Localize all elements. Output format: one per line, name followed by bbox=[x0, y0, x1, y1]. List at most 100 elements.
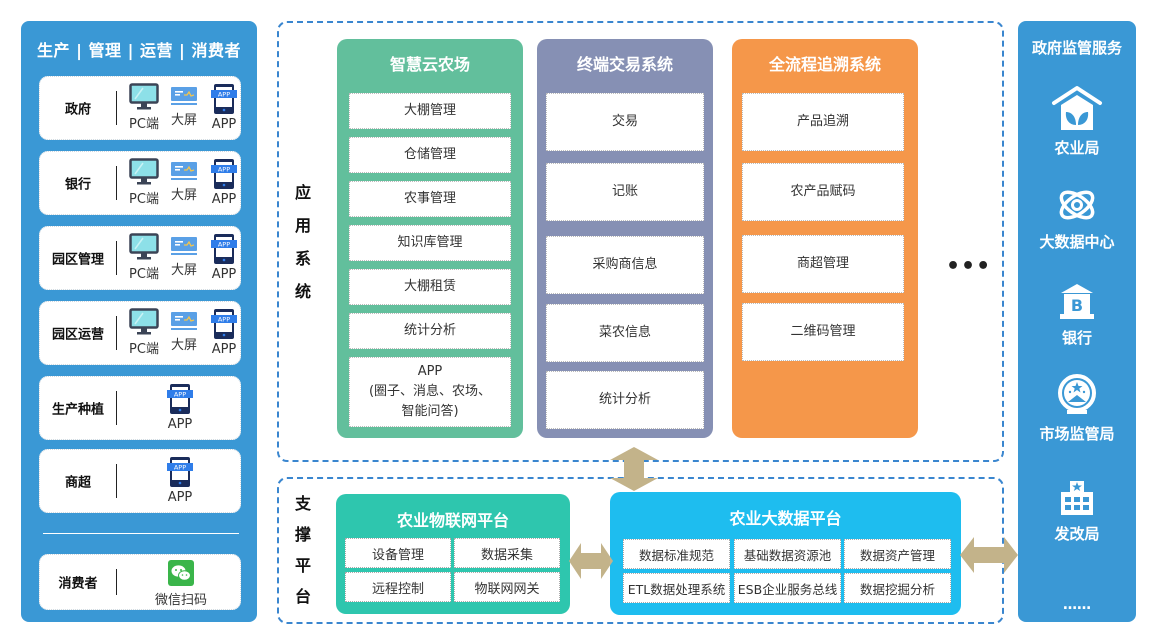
gov-item-development-reform[interactable]: 发改局 bbox=[1018, 477, 1136, 544]
traceability-column: 全流程追溯系统产品追溯农产品赋码商超管理二维码管理 bbox=[732, 39, 918, 438]
user-row-consumer[interactable]: 消费者 微信扫码 bbox=[39, 554, 241, 610]
more-systems-ellipsis: ••• bbox=[946, 254, 992, 279]
pc-monitor-icon bbox=[129, 233, 159, 260]
module-item[interactable]: 交易 bbox=[546, 93, 704, 151]
device-label: PC端 bbox=[129, 117, 159, 132]
device-big-screen[interactable]: 大屏 bbox=[164, 233, 204, 278]
separator bbox=[116, 569, 117, 595]
device-pc[interactable]: PC端 bbox=[124, 308, 164, 357]
device-label: PC端 bbox=[129, 267, 159, 282]
module-item[interactable]: 菜农信息 bbox=[546, 304, 704, 362]
column-title: 智慧云农场 bbox=[389, 55, 470, 74]
wechat-icon bbox=[168, 560, 194, 586]
module-item[interactable]: 仓储管理 bbox=[349, 137, 511, 173]
horizontal-double-arrow-icon bbox=[569, 543, 613, 579]
platform-module[interactable]: 数据挖掘分析 bbox=[844, 573, 951, 603]
platform-module[interactable]: ESB企业服务总线 bbox=[734, 573, 841, 603]
device-pc[interactable]: PC端 bbox=[124, 83, 164, 132]
platform-module[interactable]: 数据标准规范 bbox=[623, 539, 730, 569]
svg-text:APP: APP bbox=[174, 391, 186, 399]
module-item[interactable]: 大棚管理 bbox=[349, 93, 511, 129]
gov-service-title: 政府监管服务 bbox=[1031, 39, 1122, 57]
row-label: 商超 bbox=[64, 475, 91, 491]
module-item[interactable]: 统计分析 bbox=[349, 313, 511, 349]
label-char: 支 bbox=[294, 494, 311, 513]
building-icon bbox=[1061, 481, 1093, 515]
module-item[interactable]: 二维码管理 bbox=[742, 303, 904, 361]
big-screen-icon bbox=[171, 162, 197, 180]
device-label: 微信扫码 bbox=[154, 593, 207, 608]
device-pc[interactable]: PC端 bbox=[124, 158, 164, 207]
label-char: 统 bbox=[294, 282, 311, 301]
gov-item-market-regulation[interactable]: 市场监管局 bbox=[1018, 373, 1136, 444]
gov-item-bank[interactable]: B 银行 bbox=[1018, 281, 1136, 348]
mobile-app-icon: APP bbox=[167, 384, 193, 414]
gov-item-agriculture[interactable]: 农业局 bbox=[1018, 85, 1136, 158]
separator bbox=[116, 91, 117, 125]
bank-icon: B bbox=[1060, 284, 1094, 319]
label-char: 应 bbox=[294, 183, 311, 202]
mobile-app-icon: APP bbox=[211, 159, 237, 189]
support-platform-label: 支 撑 平 台 bbox=[293, 488, 313, 612]
separator bbox=[116, 316, 117, 350]
pc-monitor-icon bbox=[129, 308, 159, 335]
separator bbox=[116, 166, 117, 200]
device-label: 大屏 bbox=[170, 188, 197, 203]
device-label: APP bbox=[211, 117, 237, 132]
horizontal-double-arrow-icon bbox=[960, 537, 1018, 573]
house-leaf-icon bbox=[1052, 86, 1102, 130]
module-item[interactable]: 统计分析 bbox=[546, 371, 704, 429]
device-label: APP bbox=[211, 267, 237, 282]
device-pc[interactable]: PC端 bbox=[124, 233, 164, 282]
device-label: APP bbox=[167, 490, 193, 505]
svg-text:APP: APP bbox=[218, 166, 230, 174]
device-big-screen[interactable]: 大屏 bbox=[164, 308, 204, 353]
module-item[interactable]: 商超管理 bbox=[742, 235, 904, 293]
iot-platform[interactable]: 农业物联网平台 设备管理数据采集远程控制物联网网关 bbox=[336, 494, 570, 614]
row-label: 银行 bbox=[64, 177, 91, 193]
gov-service-panel: 政府监管服务 农业局 大数据中心 B 银行 bbox=[1018, 21, 1136, 622]
device-big-screen[interactable]: 大屏 bbox=[164, 83, 204, 128]
module-item[interactable]: 记账 bbox=[546, 163, 704, 221]
label-char: 系 bbox=[294, 249, 311, 268]
column-title: 终端交易系统 bbox=[576, 55, 673, 74]
platform-module[interactable]: 物联网网关 bbox=[454, 572, 560, 602]
device-big-screen[interactable]: 大屏 bbox=[164, 158, 204, 203]
user-panel-title: 生产 | 管理 | 运营 | 消费者 bbox=[37, 41, 241, 60]
device-wechat[interactable]: 微信扫码 bbox=[136, 559, 226, 608]
module-item[interactable]: 产品追溯 bbox=[742, 93, 904, 151]
row-label: 园区管理 bbox=[51, 252, 104, 268]
platform-module[interactable]: 远程控制 bbox=[345, 572, 451, 602]
row-label: 政府 bbox=[64, 102, 91, 118]
platform-module[interactable]: 数据资产管理 bbox=[844, 539, 951, 569]
module-item[interactable]: 采购商信息 bbox=[546, 236, 704, 294]
module-item[interactable]: 农产品赋码 bbox=[742, 163, 904, 221]
platform-module[interactable]: ETL数据处理系统 bbox=[623, 573, 730, 603]
platform-module[interactable]: 基础数据资源池 bbox=[734, 539, 841, 569]
platform-module[interactable]: 数据采集 bbox=[454, 538, 560, 568]
device-label: 大屏 bbox=[170, 113, 197, 128]
bigdata-platform-title: 农业大数据平台 bbox=[729, 509, 842, 528]
module-item[interactable]: APP (圈子、消息、农场、 智能问答) bbox=[349, 357, 511, 427]
module-item[interactable]: 大棚租赁 bbox=[349, 269, 511, 305]
label-char: 平 bbox=[294, 556, 311, 575]
platform-module[interactable]: 设备管理 bbox=[345, 538, 451, 568]
iot-platform-title: 农业物联网平台 bbox=[396, 511, 509, 530]
module-item[interactable]: 农事管理 bbox=[349, 181, 511, 217]
gov-item-bigdata-center[interactable]: 大数据中心 bbox=[1018, 185, 1136, 252]
module-item[interactable]: 知识库管理 bbox=[349, 225, 511, 261]
